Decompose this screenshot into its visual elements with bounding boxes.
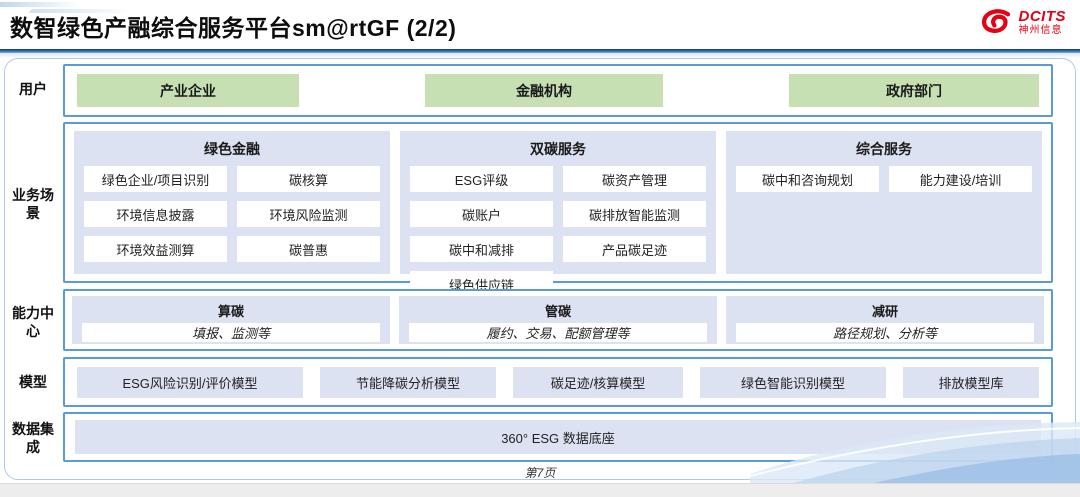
models-row: ESG风险识别/评价模型 节能降碳分析模型 碳足迹/核算模型 绿色智能识别模型 …: [63, 357, 1053, 407]
user-box-industry: 产业企业: [77, 74, 299, 107]
scenario-item: 碳资产管理: [563, 166, 706, 192]
capabilities-row: 算碳 填报、监测等 管碳 履约、交易、配额管理等 减研 路径规划、分析等: [63, 289, 1053, 351]
capability-detail: 履约、交易、配额管理等: [409, 323, 707, 342]
capability-panel-manage-carbon: 管碳 履约、交易、配额管理等: [399, 296, 717, 344]
scenario-item: 碳中和减排: [410, 236, 553, 262]
scenario-panel-comprehensive: 综合服务 碳中和咨询规划 能力建设/培训: [726, 131, 1042, 274]
scenario-panel-green-finance: 绿色金融 绿色企业/项目识别 碳核算 环境信息披露 环境风险监测 环境效益测算 …: [74, 131, 390, 274]
model-item: ESG风险识别/评价模型: [77, 366, 303, 398]
row-label-models: 模型: [19, 374, 47, 390]
panel-title: 双碳服务: [530, 141, 586, 157]
page-title: 数智绿色产融综合服务平台sm@rtGF (2/2): [10, 15, 457, 41]
model-item: 节能降碳分析模型: [320, 366, 496, 398]
capability-detail: 填报、监测等: [82, 323, 380, 342]
scenario-item: 碳中和咨询规划: [736, 166, 879, 192]
row-label-scenarios: 业务场景: [12, 187, 54, 222]
scenario-panel-dual-carbon: 双碳服务 ESG评级 碳资产管理 碳账户 碳排放智能监测 碳中和减排 产品碳足迹…: [400, 131, 716, 297]
title-rule-shadow: [0, 53, 1080, 58]
capability-panel-reduce-research: 减研 路径规划、分析等: [726, 296, 1044, 344]
data-base-item: 360° ESG 数据底座: [75, 420, 1041, 454]
content-frame: [4, 58, 1076, 480]
row-label-data-integration: 数据集成: [12, 421, 54, 456]
model-item: 排放模型库: [903, 366, 1039, 398]
model-item: 绿色智能识别模型: [700, 366, 886, 398]
scenario-item: 碳排放智能监测: [563, 201, 706, 227]
capability-title: 算碳: [217, 304, 244, 319]
user-box-government: 政府部门: [789, 74, 1039, 107]
brand-name: DCITS: [1018, 7, 1066, 25]
user-box-finance: 金融机构: [425, 74, 663, 107]
scenario-item: 碳账户: [410, 201, 553, 227]
panel-title: 综合服务: [856, 141, 912, 157]
scenario-item: 产品碳足迹: [563, 236, 706, 262]
row-label-users: 用户: [19, 81, 47, 97]
brand-logo: DCITS 神州信息: [980, 7, 1067, 37]
model-item: 碳足迹/核算模型: [513, 366, 683, 398]
scenario-item: ESG评级: [410, 166, 553, 192]
scenario-item: 环境效益测算: [84, 236, 227, 262]
brand-company-name: 神州信息: [1018, 24, 1063, 36]
capability-title: 管碳: [544, 304, 571, 319]
scenario-item: 环境风险监测: [237, 201, 380, 227]
capability-detail: 路径规划、分析等: [736, 323, 1034, 342]
row-label-capabilities: 能力中心: [12, 305, 54, 340]
bottom-strip: [0, 483, 1080, 497]
users-row: 产业企业 金融机构 政府部门: [63, 64, 1053, 117]
page-number: 第7页: [524, 466, 556, 480]
capability-panel-calc-carbon: 算碳 填报、监测等: [72, 296, 390, 344]
scenario-item: 碳普惠: [237, 236, 380, 262]
brand-swirl-icon: [981, 9, 1010, 33]
capability-title: 减研: [871, 304, 898, 319]
title-underline-rule: [0, 49, 1080, 53]
data-integration-row: 360° ESG 数据底座: [63, 412, 1053, 462]
scenario-item: 能力建设/培训: [889, 166, 1032, 192]
scenario-item: 绿色企业/项目识别: [84, 166, 227, 192]
scenario-item: 碳核算: [237, 166, 380, 192]
scenarios-row: 绿色金融 绿色企业/项目识别 碳核算 环境信息披露 环境风险监测 环境效益测算 …: [63, 122, 1053, 297]
panel-title: 绿色金融: [204, 141, 260, 157]
scenario-item: 环境信息披露: [84, 201, 227, 227]
